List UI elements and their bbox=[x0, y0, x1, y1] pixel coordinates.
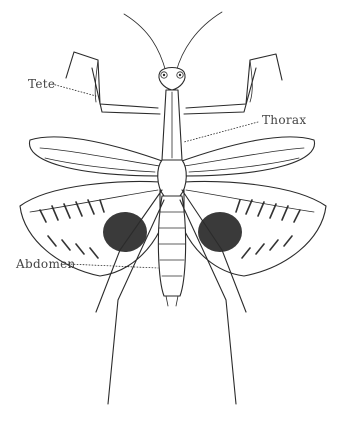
head bbox=[159, 68, 185, 91]
antennae bbox=[124, 12, 222, 72]
wing-spot-left bbox=[103, 212, 147, 252]
foreleg-left bbox=[66, 52, 160, 114]
wing-spot-right bbox=[198, 212, 242, 252]
foreleg-right bbox=[184, 54, 282, 114]
prothorax bbox=[162, 90, 182, 160]
abdomen bbox=[158, 196, 185, 306]
label-thorax: Thorax bbox=[262, 113, 306, 127]
label-head: Tete bbox=[28, 77, 55, 91]
label-abdomen: Abdomen bbox=[15, 257, 76, 271]
